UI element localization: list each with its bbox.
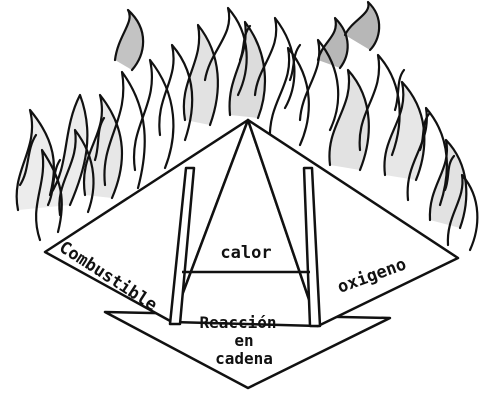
label-calor: calor [220, 243, 271, 263]
label-cadena: cadena [215, 349, 273, 368]
label-reaccion: Reacción [199, 313, 276, 332]
label-en: en [234, 331, 253, 350]
